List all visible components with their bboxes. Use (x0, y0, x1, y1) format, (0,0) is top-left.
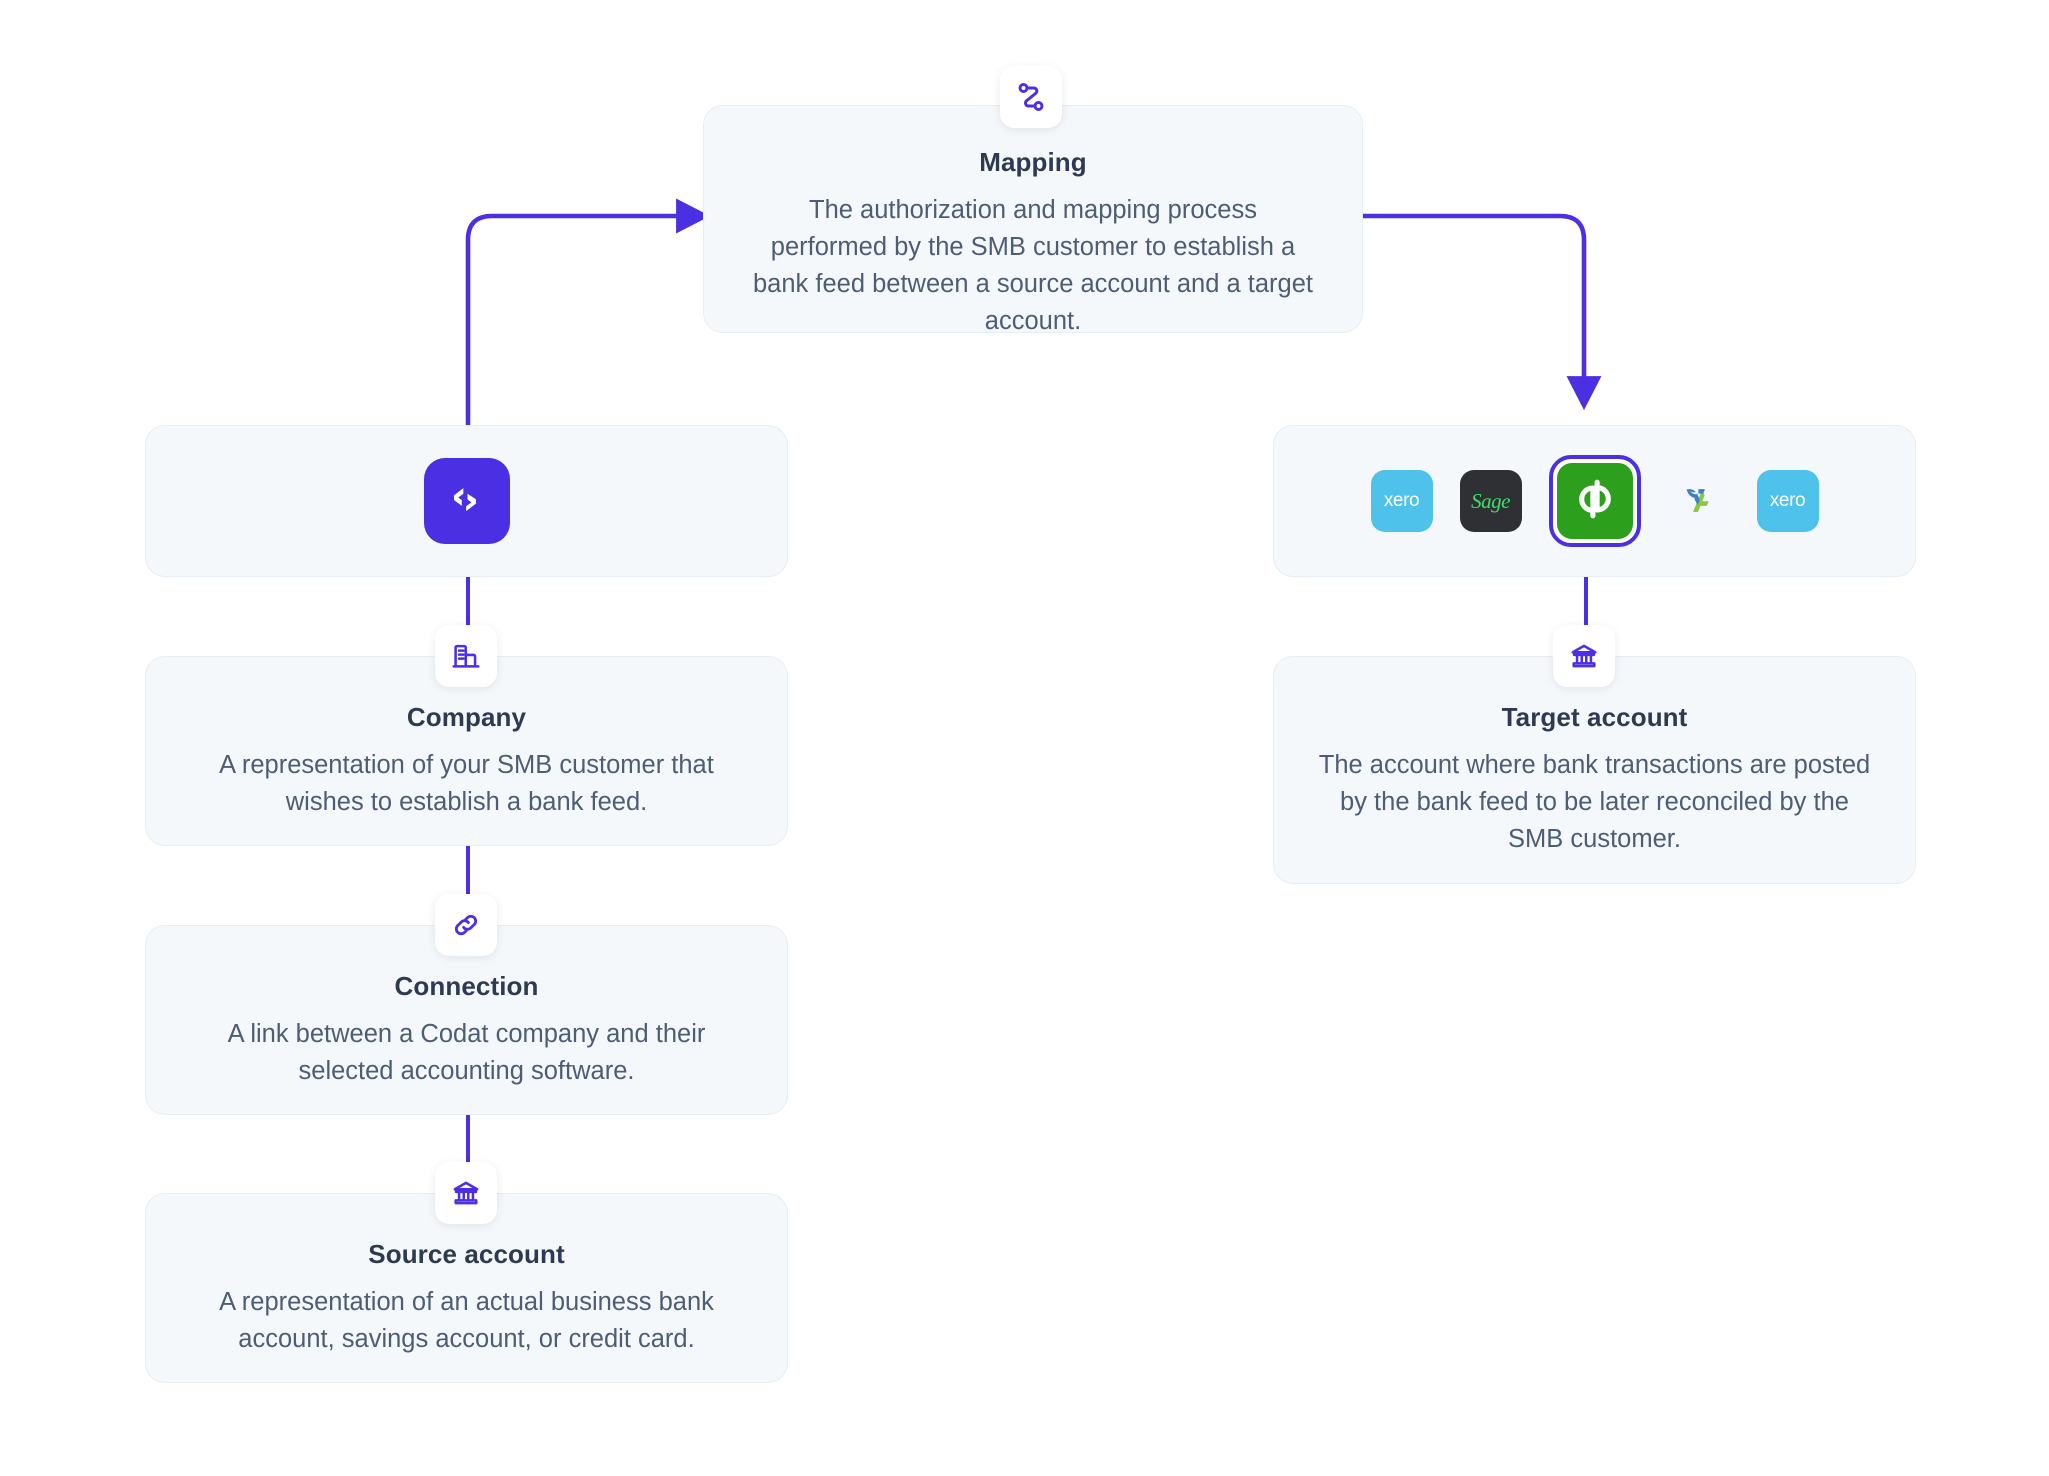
target-account-description: The account where bank transactions are … (1318, 750, 1871, 854)
source-bank-icon-chip (435, 1162, 497, 1224)
card-target-account: Target account The account where bank tr… (1273, 656, 1916, 884)
connection-title: Connection (394, 971, 539, 1001)
connector-connection-to-source (466, 1113, 470, 1193)
source-account-title: Source account (368, 1239, 565, 1269)
building-icon-chip (435, 625, 497, 687)
xero-logo-icon: xero (1769, 490, 1806, 511)
connector-company-to-connection (466, 845, 470, 925)
mapping-route-icon (1013, 79, 1049, 115)
freeagent-logo-icon (1677, 477, 1721, 526)
card-mapping: Mapping The authorization and mapping pr… (703, 105, 1363, 335)
card-connection: Connection A link between a Codat compan… (145, 925, 788, 1115)
connector-mapping-to-software (1360, 213, 1602, 411)
quickbooks-logo-icon (1567, 471, 1623, 532)
connector-codat-to-mapping (465, 198, 711, 428)
xero-logo-icon: xero (1383, 490, 1420, 511)
link-icon-chip (435, 894, 497, 956)
codat-logo-icon (442, 474, 492, 529)
software-tile-xero-2[interactable]: xero (1756, 470, 1819, 532)
card-source-account: Source account A representation of an ac… (145, 1193, 788, 1383)
software-tile-sage[interactable]: Sage (1459, 470, 1522, 532)
connector-software-to-target (1584, 576, 1588, 656)
sage-logo-icon: Sage (1471, 488, 1510, 513)
accounting-software-logo-row: xero Sage (1273, 425, 1916, 577)
connector-codat-to-company (466, 576, 470, 656)
source-account-description: A representation of an actual business b… (219, 1287, 714, 1354)
building-icon (450, 640, 482, 672)
software-tile-freeagent[interactable] (1667, 470, 1730, 532)
software-tile-quickbooks-selected[interactable] (1548, 455, 1641, 547)
connection-description: A link between a Codat company and their… (227, 1019, 706, 1086)
mapping-title: Mapping (979, 147, 1087, 177)
bank-icon (1568, 640, 1600, 672)
mapping-route-icon-chip (1000, 66, 1062, 128)
company-title: Company (406, 702, 527, 732)
bank-icon (450, 1177, 482, 1209)
mapping-description: The authorization and mapping process pe… (753, 195, 1313, 336)
target-account-title: Target account (1501, 702, 1688, 732)
software-tile-xero-1[interactable]: xero (1370, 470, 1433, 532)
company-description: A representation of your SMB customer th… (219, 750, 714, 817)
target-bank-icon-chip (1553, 625, 1615, 687)
link-icon (450, 909, 482, 941)
codat-logo-tile[interactable] (424, 458, 510, 544)
